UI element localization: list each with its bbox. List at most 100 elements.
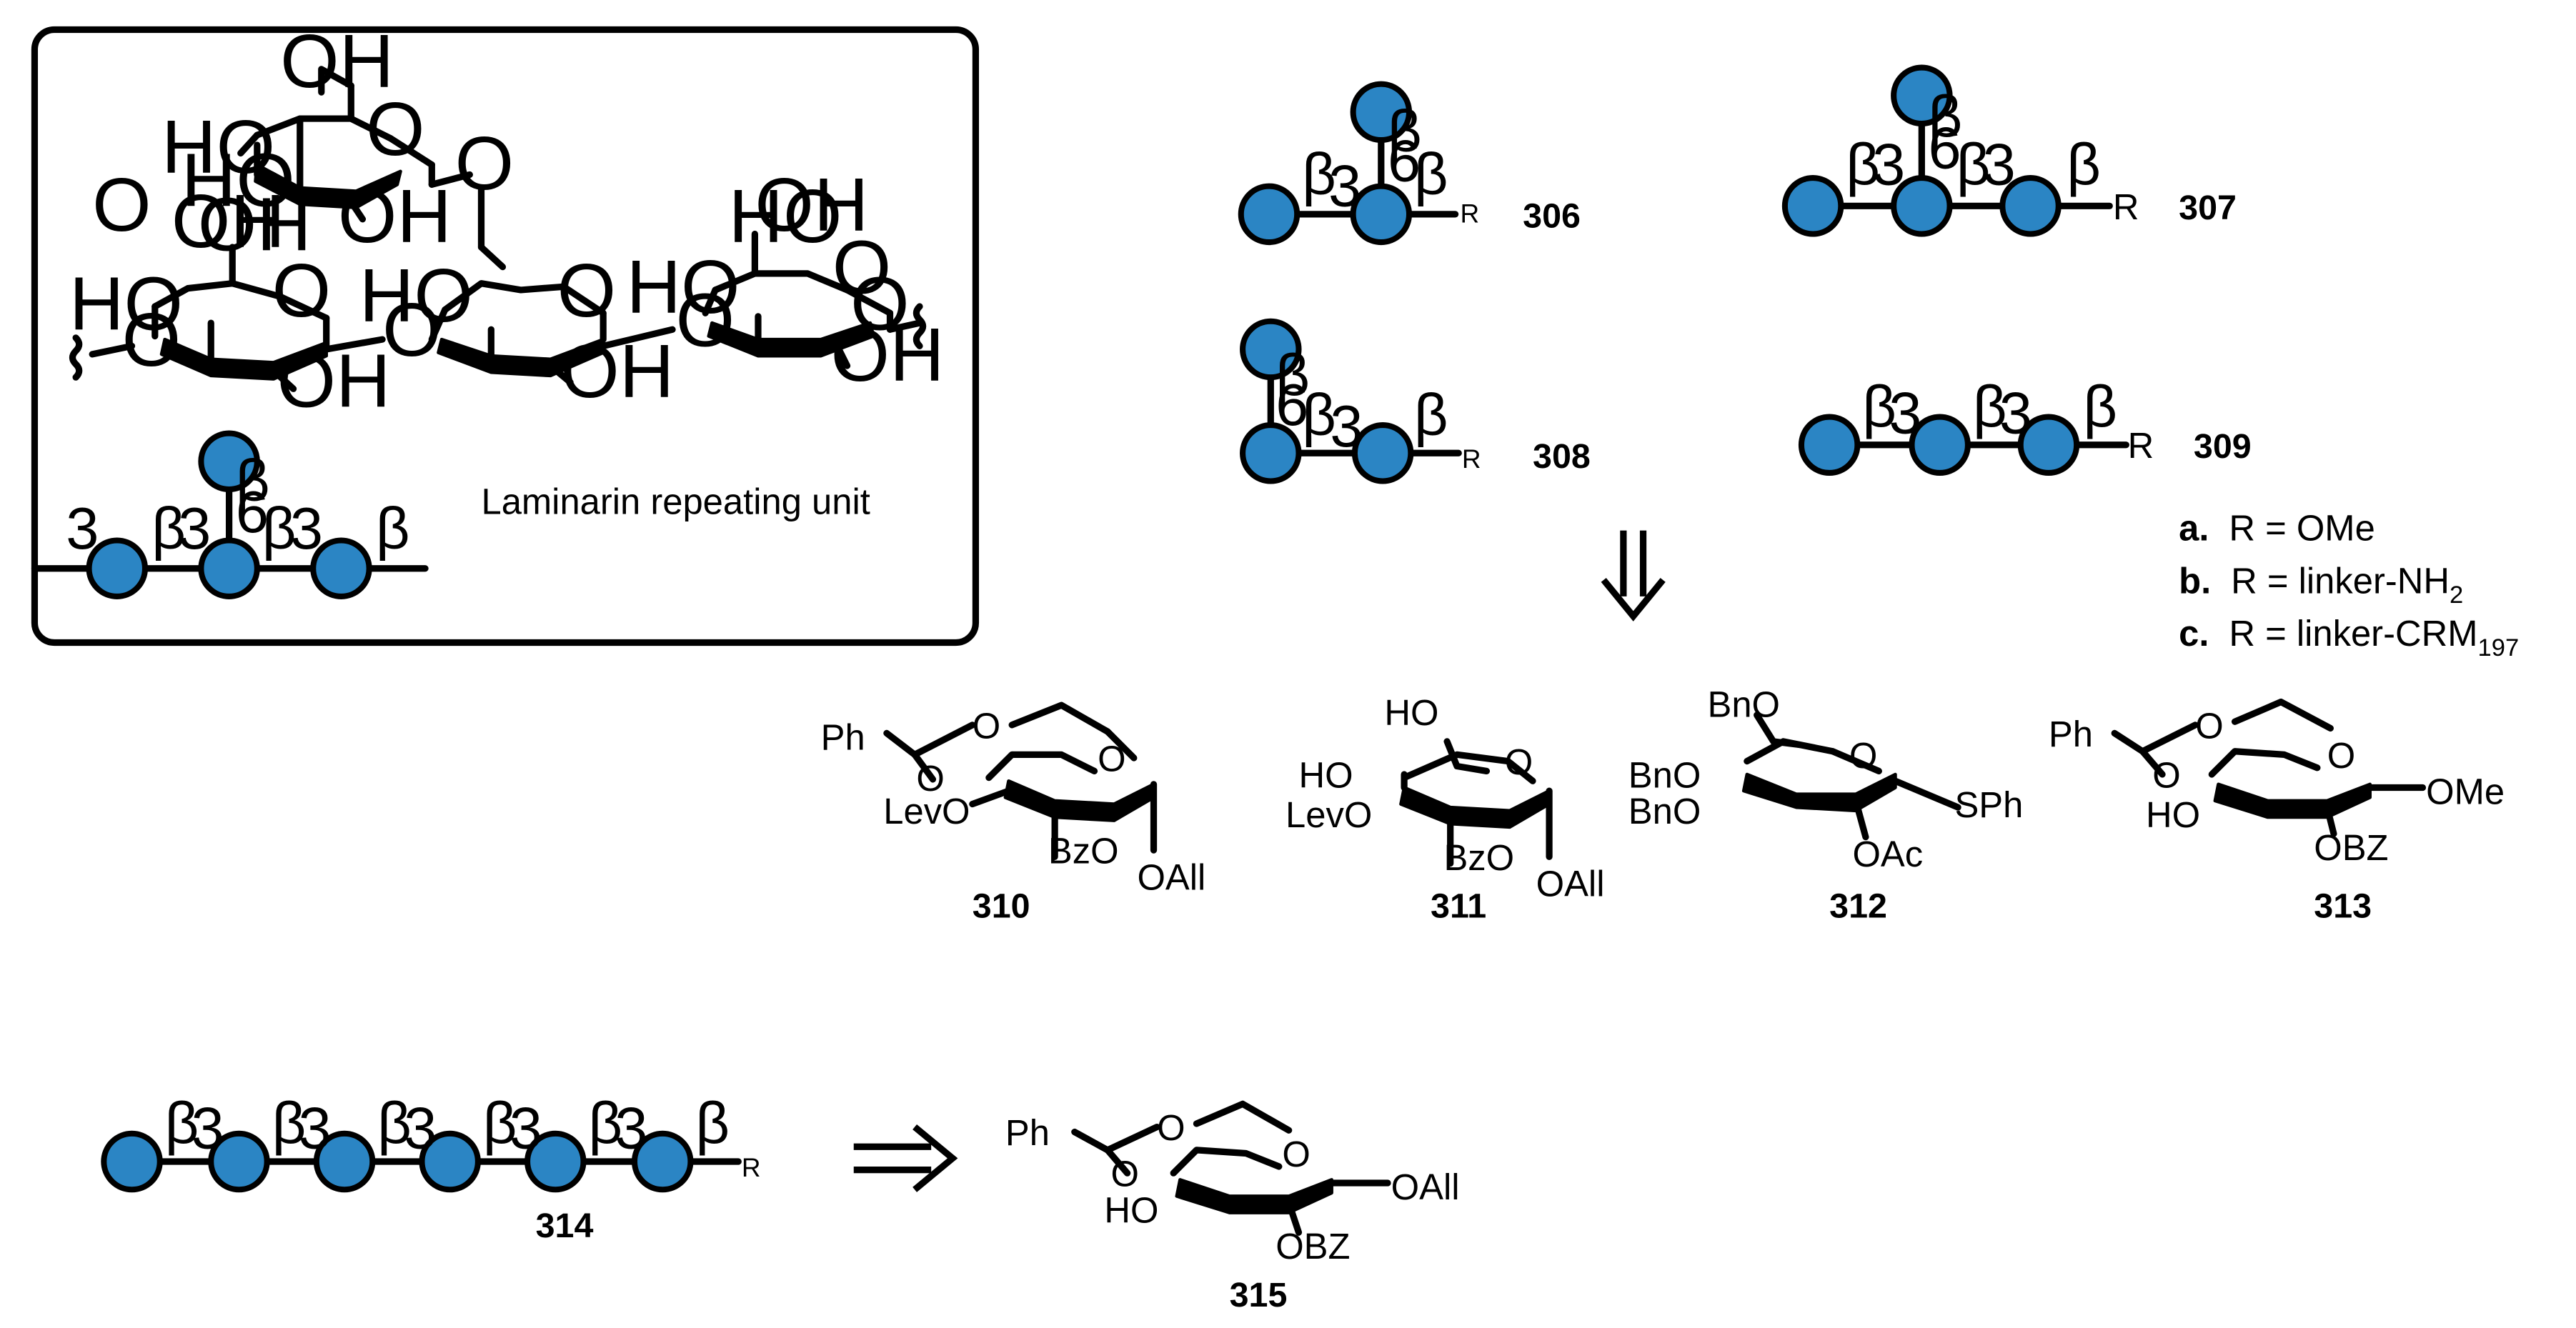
glucose-symbol: [524, 1130, 587, 1193]
atom-label: O: [2152, 754, 2180, 795]
branch-glucose-ring: [237, 66, 507, 271]
linkage-label: β: [1862, 373, 1896, 439]
atom-label: O: [1098, 738, 1125, 779]
r-group: R: [1462, 444, 1481, 474]
linkage-label: β: [1973, 373, 2007, 439]
compound-314: β 3 β 3 β 3 β 3 β 3 β R 314: [101, 1090, 761, 1245]
retro-arrow-down: [1601, 530, 1666, 621]
atom-label: BzO: [1443, 837, 1514, 878]
atom-label: O: [832, 226, 892, 310]
linkage-label: 3: [1330, 393, 1363, 459]
atom-label: OAll: [1391, 1167, 1460, 1207]
linkage-label: 3: [298, 1095, 331, 1162]
linkage-label: β: [2067, 131, 2101, 197]
glucose-symbol: [1238, 183, 1301, 246]
glucose-symbol: [1909, 414, 1971, 476]
atom-label: Ph: [1005, 1112, 1050, 1153]
glucose-symbol: [198, 537, 260, 599]
compound-label: 315: [1230, 1276, 1288, 1314]
right-glucose-ring: [702, 230, 927, 369]
r-def-a: a. R = OMe: [2179, 508, 2375, 549]
atom-label: O: [557, 249, 617, 333]
compound-308: β 6 β 3 β R 308: [1240, 318, 1591, 484]
glucose-symbol: [1240, 422, 1302, 484]
linkage-label: 3: [509, 1095, 542, 1162]
atom-label: OBZ: [2314, 827, 2388, 868]
linkage-label: 3: [290, 495, 323, 561]
building-block-313: Ph O O O HO OMe OBZ 313: [2049, 698, 2505, 926]
left-glucose-ring: [69, 244, 386, 392]
atom-label: O: [676, 278, 735, 362]
building-block-315: Ph O O O HO OAll OBZ 315: [1005, 1100, 1460, 1314]
atom-label: OH: [198, 183, 312, 267]
linkage-label: β: [236, 447, 270, 514]
r-def-c: c. R = linker-CRM197: [2179, 613, 2519, 661]
r-group: R: [1461, 199, 1480, 228]
linkage-label: β: [1302, 141, 1336, 207]
atom-label: HO: [1104, 1189, 1158, 1230]
atom-label: O: [366, 87, 425, 171]
glucose-symbol: [419, 1130, 481, 1193]
inset-snfg: 3 β 3 β 6 β 3 β: [31, 430, 429, 599]
glucose-symbol: [1781, 175, 1844, 237]
atom-label: BnO: [1628, 791, 1701, 832]
linkage-label: 3: [615, 1095, 647, 1162]
inset-title: Laminarin repeating unit: [481, 481, 870, 522]
atom-label: OMe: [2426, 772, 2505, 812]
atom-label: BzO: [1048, 831, 1119, 872]
atom-label: HO: [728, 174, 842, 259]
r-group: R: [2128, 425, 2154, 466]
linkage-label: β: [272, 1090, 307, 1157]
compound-label: 311: [1431, 887, 1486, 926]
linkage-label: 3: [1983, 131, 2016, 197]
glucose-symbol: [198, 430, 260, 493]
linkage-label: β: [2083, 373, 2117, 439]
linkage-label: β: [1929, 83, 1963, 149]
atom-label: Ph: [2049, 714, 2093, 754]
compound-label: 314: [536, 1207, 594, 1245]
atom-label: O: [1157, 1107, 1185, 1148]
linkage-label: 3: [178, 495, 211, 561]
compound-label: 312: [1829, 887, 1887, 926]
linkage-label: 6: [236, 479, 269, 545]
linkage-label: β: [165, 1090, 199, 1157]
glucose-symbol: [1350, 81, 1413, 144]
linkage-label: 3: [1328, 152, 1361, 219]
glucose-symbol: [1891, 175, 1953, 237]
atom-label: O: [92, 163, 151, 247]
atom-label: HO: [161, 105, 275, 189]
atom-label: OAll: [1536, 864, 1605, 904]
atom-label: OH: [755, 163, 868, 247]
building-block-310: Ph O O O LevO BzO OAll 310: [821, 702, 1205, 926]
atom-label: HO: [1298, 754, 1353, 795]
atom-label: OAc: [1852, 834, 1923, 874]
atom-label: O: [973, 705, 1000, 746]
linkage-label: 3: [192, 1095, 224, 1162]
linkage-label: β: [695, 1090, 730, 1157]
glucose-symbol: [313, 1130, 376, 1193]
linkage-label: β: [1414, 381, 1448, 448]
atom-label: O: [1282, 1134, 1310, 1174]
atom-label: O: [2195, 705, 2223, 746]
glucose-symbol: [1351, 422, 1414, 484]
r-def-b: b. R = linker-NH2: [2179, 560, 2463, 609]
linkage-label: β: [1414, 141, 1448, 207]
linkage-label: 3: [66, 495, 99, 561]
atom-label: OH: [280, 19, 394, 104]
compound-label: 309: [2194, 427, 2252, 466]
r-group: R: [2113, 186, 2139, 227]
glucose-symbol: [2017, 414, 2080, 476]
glucose-symbol: [1350, 183, 1413, 246]
retro-arrow-right: [853, 1124, 958, 1192]
building-block-311: HO O HO LevO BzO OAll 311: [1285, 692, 1604, 926]
glucose-symbol: [101, 1130, 163, 1193]
laminarin-inset: OH HO O HO OH O OH HO O HO O O OH HO O O…: [31, 19, 980, 646]
atom-label: HO: [359, 254, 473, 338]
atom-label: O: [2327, 735, 2355, 776]
atom-label: BnO: [1628, 754, 1701, 795]
compound-label: 306: [1523, 196, 1581, 235]
compound-309: β 3 β 3 β R 309: [1798, 373, 2252, 476]
atom-label: OH: [830, 313, 944, 397]
atom-label: Ph: [821, 717, 865, 757]
